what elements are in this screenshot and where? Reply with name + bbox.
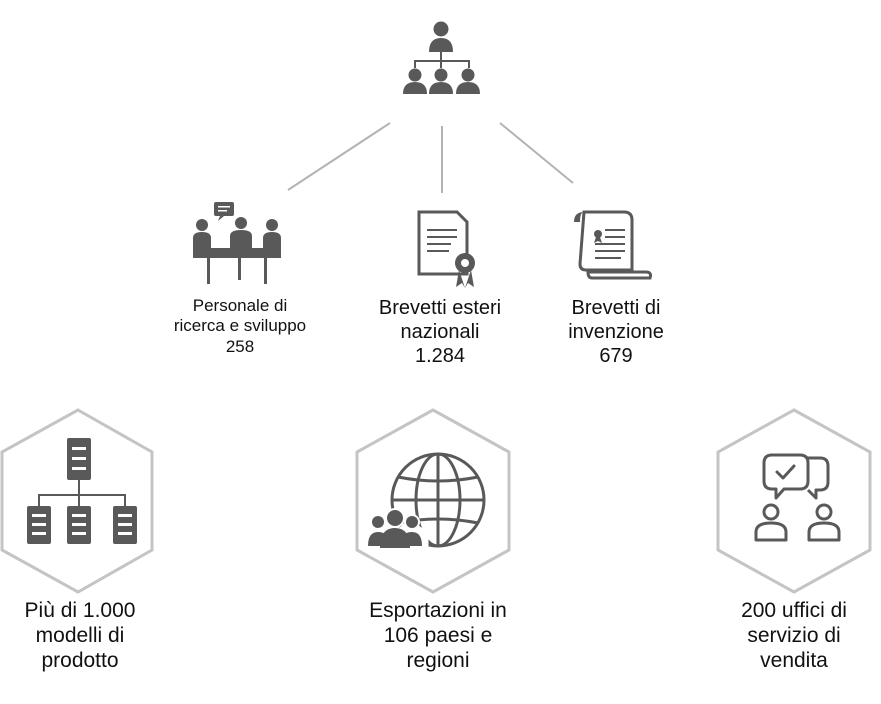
stat-label-rd-staff: Personale di ricerca e sviluppo 258 (145, 296, 335, 357)
feature-line: modelli di (35, 624, 125, 648)
feature-line: Più di 1.000 (24, 599, 136, 622)
stat-line: ricerca e sviluppo (173, 316, 307, 336)
organization-chart-icon (403, 21, 480, 94)
feature-line: 106 paesi e (383, 624, 493, 648)
connector-right (499, 122, 574, 184)
certificate-document-icon (417, 210, 475, 288)
stat-line: Personale di (192, 296, 288, 315)
feature-line: prodotto (41, 649, 119, 673)
patent-scroll-icon (574, 210, 652, 280)
product-hierarchy-icon (27, 438, 137, 544)
feature-label-service: 200 uffici di servizio di vendita (714, 598, 874, 674)
stat-line: invenzione (568, 321, 664, 343)
hexagon-frame-service (716, 408, 872, 594)
stat-line: Brevetti esteri (378, 297, 502, 319)
stat-line: nazionali (400, 321, 480, 343)
feature-line: Esportazioni in (369, 599, 507, 622)
globe-people-icon (363, 452, 486, 551)
feature-label-products: Più di 1.000 modelli di prodotto (0, 598, 160, 674)
hexagon-frame-exports (355, 408, 511, 594)
connector-lines (287, 122, 574, 193)
stat-value: 679 (599, 345, 633, 367)
meeting-team-icon (193, 202, 281, 284)
service-support-icon (754, 453, 841, 542)
feature-line: regioni (406, 649, 470, 673)
stat-label-foreign-patents: Brevetti esteri nazionali 1.284 (345, 296, 535, 368)
stat-value: 258 (225, 336, 255, 356)
feature-line: 200 uffici di (741, 599, 847, 622)
feature-line: servizio di (747, 624, 841, 648)
connector-left (287, 122, 391, 191)
feature-label-exports: Esportazioni in 106 paesi e regioni (338, 598, 538, 674)
stat-line: Brevetti di (571, 297, 661, 319)
stat-value: 1.284 (414, 345, 466, 367)
stat-label-invention-patents: Brevetti di invenzione 679 (521, 296, 711, 368)
feature-line: vendita (760, 649, 828, 673)
hexagon-frame-products (0, 408, 154, 594)
